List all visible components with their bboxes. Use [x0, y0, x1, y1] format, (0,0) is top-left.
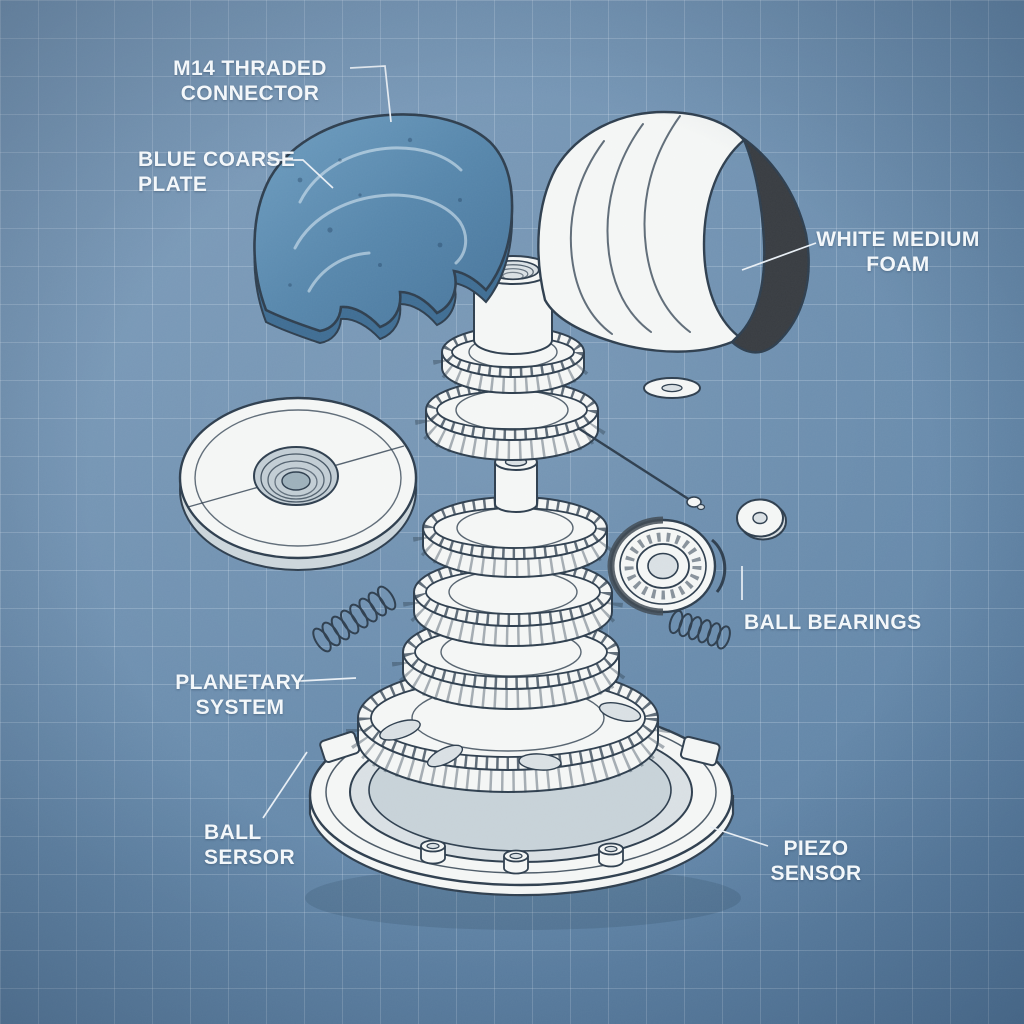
label-text-line: SERSOR [204, 846, 296, 869]
label-text-line: BALL [204, 821, 262, 844]
leader-piezo-sensor [709, 826, 769, 847]
label-ball-sensor: BALL SERSOR [204, 820, 364, 870]
label-white-medium-foam: WHITE MEDIUM FOAM [798, 227, 998, 277]
label-planetary-system: PLANETARY SYSTEM [140, 670, 340, 720]
label-text-line: CONNECTOR [180, 82, 320, 105]
label-text-line: BALL BEARINGS [744, 611, 922, 634]
label-blue-coarse-plate: BLUE COARSE PLATE [138, 147, 318, 197]
label-text-line: SYSTEM [195, 696, 285, 719]
label-ball-bearings: BALL BEARINGS [744, 610, 964, 635]
label-text-line: FOAM [866, 253, 930, 276]
leader-planetary-system [299, 677, 357, 682]
label-text-line: WHITE MEDIUM [816, 228, 980, 251]
label-text-line: M14 THRADED [173, 57, 327, 80]
label-text-line: PIEZO [783, 837, 849, 860]
leader-white-foam [741, 242, 817, 271]
label-text-line: PLATE [138, 173, 208, 196]
leader-lines [262, 65, 817, 847]
label-text-line: BLUE COARSE [138, 148, 296, 171]
label-m14-threaded-connector: M14 THRADED CONNECTOR [150, 56, 350, 106]
leader-blue-plate [268, 159, 334, 189]
label-piezo-sensor: PIEZO SENSOR [716, 836, 916, 886]
label-text-line: SENSOR [770, 862, 862, 885]
leader-m14-connector [349, 65, 392, 123]
leader-ball-sensor [262, 751, 308, 819]
label-text-line: PLANETARY [175, 671, 305, 694]
